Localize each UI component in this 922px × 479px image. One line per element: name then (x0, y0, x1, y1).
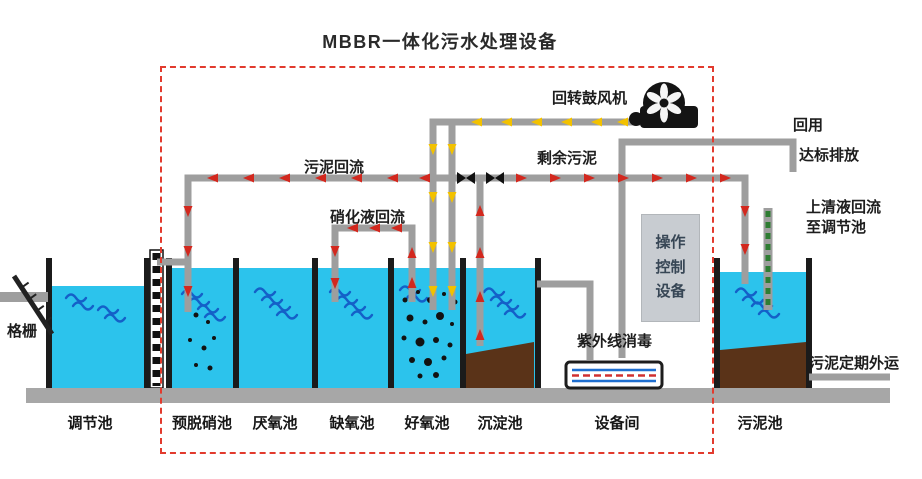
supernatant-return-label: 上清液回流至调节池 (806, 199, 882, 237)
sludge-out-label: 污泥定期外运 (809, 355, 900, 372)
tank-water (52, 268, 806, 388)
tank-label-sludge: 污泥池 (737, 415, 783, 432)
tank-label-anoxic: 缺氧池 (329, 415, 375, 432)
lift-pump-column (149, 249, 164, 389)
reuse-label: 回用 (793, 117, 824, 134)
pipe-uv-discharge (618, 138, 797, 358)
tank-label-anaerobic: 厌氧池 (252, 415, 298, 432)
blower-icon (629, 82, 698, 128)
pipe-sludge-return (184, 174, 466, 312)
tank-label-settling: 沉淀池 (477, 415, 523, 432)
uv-label: 紫外线消毒 (577, 333, 653, 350)
screen-label: 格栅 (7, 323, 38, 340)
ground (26, 388, 890, 403)
uv-unit-icon (564, 360, 664, 390)
tank-label-aerobic: 好氧池 (404, 415, 450, 432)
tank-label-regulation: 调节池 (67, 415, 113, 432)
inlet-screen (0, 274, 55, 336)
valve-excess-icon (486, 172, 504, 184)
control-cabinet-label: 操作控制设备 (655, 233, 686, 301)
aerobic-tank-bubbles (401, 290, 458, 379)
valve-return-icon (457, 172, 475, 184)
blower-label: 回转鼓风机 (552, 90, 628, 107)
sludge-return-label: 污泥回流 (304, 159, 365, 176)
excess-sludge-label: 剩余污泥 (537, 150, 598, 167)
discharge-label: 达标排放 (799, 147, 860, 164)
pre-denitrification-bubbles (188, 312, 216, 371)
sediment (466, 342, 806, 388)
control-cabinet: 操作控制设备 (641, 214, 700, 322)
pipe-settler-outlet (537, 280, 594, 360)
tank-label-equipment-room: 设备间 (594, 415, 640, 432)
tank-label-pre-denitrification: 预脱硝池 (171, 415, 233, 432)
nitrification-return-label: 硝化液回流 (330, 209, 406, 226)
page-title: MBBR一体化污水处理设备 (322, 32, 558, 52)
tank-walls (46, 258, 812, 388)
